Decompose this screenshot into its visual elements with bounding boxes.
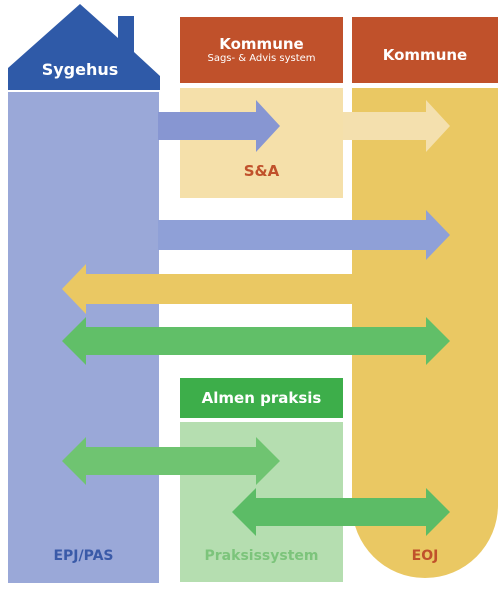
arrow-sygehus-kommune-bidirectional bbox=[62, 317, 450, 365]
sa-system-label: S&A bbox=[243, 162, 280, 180]
epj-pas-system-label: EPJ/PAS bbox=[53, 548, 114, 564]
arrow-sygehus-praksis-bidirectional bbox=[62, 437, 280, 485]
arrow-sa-to-kommune bbox=[343, 100, 450, 152]
sygehus-house-roof bbox=[8, 4, 160, 90]
kommune-sa-title: Kommune bbox=[219, 34, 304, 53]
sygehus-title: Sygehus bbox=[41, 60, 119, 79]
almen-praksis-header: Almen praksis bbox=[180, 378, 343, 418]
arrow-sygehus-to-kommune bbox=[158, 210, 450, 260]
kommune-title: Kommune bbox=[382, 45, 468, 64]
kommune-header: Kommune bbox=[352, 17, 498, 83]
kommune-sa-subtitle: Sags- & Advis system bbox=[207, 52, 316, 64]
almen-praksis-title: Almen praksis bbox=[201, 388, 322, 407]
kommune-sa-header: Kommune Sags- & Advis system bbox=[180, 17, 343, 83]
praksissystem-label: Praksissystem bbox=[204, 548, 319, 564]
eoj-system-label: EOJ bbox=[411, 548, 439, 564]
arrow-sygehus-to-sa bbox=[158, 100, 280, 152]
arrow-praksis-kommune-bidirectional bbox=[232, 488, 450, 536]
arrow-kommune-to-sygehus bbox=[62, 264, 354, 314]
